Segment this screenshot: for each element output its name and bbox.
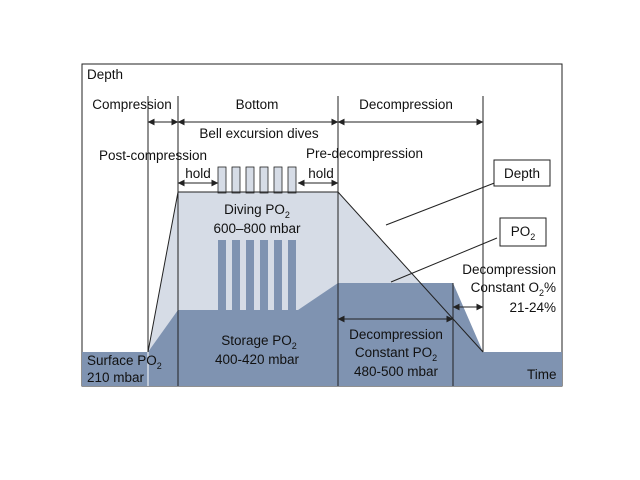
po2-callout-line [390, 237, 498, 283]
legend-po2-box [499, 217, 547, 247]
bell-excursion-label: Bell excursion dives [199, 126, 319, 141]
storage-po2-label: Storage PO2 [221, 333, 297, 351]
post-compression-label: Post-compression [99, 148, 207, 163]
pre-decompression-label: Pre-decompression [306, 146, 423, 161]
decomp-const-o2-line2: Constant O2% [471, 280, 556, 298]
phase-compression: Compression [92, 97, 172, 112]
legend-depth: Depth [493, 159, 551, 187]
depth-axis-label: Depth [87, 67, 123, 82]
decomp-const-o2-line1: Decompression [462, 262, 556, 277]
legend-po2: PO2 [499, 217, 547, 247]
time-axis-label: Time [527, 367, 557, 382]
legend-po2-label: PO2 [511, 224, 536, 242]
surface-po2-label: Surface PO2 [87, 353, 162, 371]
diving-po2-bars [218, 240, 296, 311]
storage-po2-range: 400-420 mbar [215, 352, 300, 367]
diving-po2-range: 600–800 mbar [213, 221, 301, 236]
excursion-dive-bars-upper [217, 166, 297, 194]
phase-bottom: Bottom [236, 97, 279, 112]
decomp-const-o2-range: 21-24% [509, 300, 556, 315]
post-compression-hold-label: hold [185, 166, 211, 181]
depth-callout-line [385, 181, 498, 226]
pre-decompression-hold-label: hold [308, 166, 334, 181]
surface-po2-value: 210 mbar [87, 370, 145, 385]
span-arrows [147, 118, 484, 323]
legend-depth-label: Depth [504, 166, 540, 181]
decomp-const-po2-line2: Constant PO2 [355, 345, 437, 363]
depth-profile-outline [147, 191, 484, 353]
phase-decompression: Decompression [359, 97, 453, 112]
decomp-const-po2-range: 480-500 mbar [354, 364, 439, 379]
decomp-const-po2-line1: Decompression [349, 327, 443, 342]
legend-depth-box [493, 159, 551, 187]
phase-divider-lines [147, 96, 484, 386]
po2-profile-area [82, 283, 562, 386]
diving-po2-label: Diving PO2 [224, 202, 290, 220]
